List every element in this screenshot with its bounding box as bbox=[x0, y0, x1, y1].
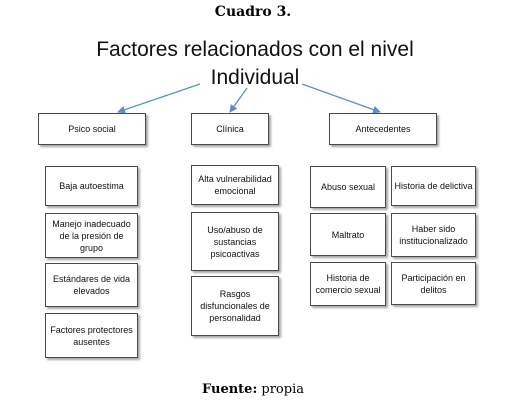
antecedentes-item-comercio: Historia de comercio sexual bbox=[310, 262, 386, 306]
arrow-to-psicosocial bbox=[117, 83, 201, 114]
source-value: propia bbox=[261, 382, 304, 397]
antecedentes-item-abuso: Abuso sexual bbox=[310, 166, 386, 208]
diagram-title: Factores relacionados con el nivel Indiv… bbox=[60, 36, 450, 92]
category-clinica: Clínica bbox=[191, 113, 269, 145]
psicosocial-item-2: Manejo inadecuado de la presión de grupo bbox=[45, 213, 138, 258]
figure-caption: Cuadro 3. bbox=[214, 4, 292, 20]
category-psicosocial: Psico social bbox=[38, 113, 146, 145]
antecedentes-item-historia-delictiva: Historia de delictiva bbox=[391, 166, 476, 206]
clinica-item-3: Rasgos disfuncionales de personalidad bbox=[191, 276, 279, 336]
source-label: Fuente: bbox=[202, 382, 258, 397]
title-line-2: Individual bbox=[210, 66, 300, 89]
psicosocial-item-3: Estándares de vida elevados bbox=[45, 263, 138, 307]
title-line-1: Factores relacionados con el nivel bbox=[96, 38, 414, 61]
psicosocial-item-1: Baja autoestima bbox=[45, 166, 138, 206]
antecedentes-item-delitos: Participación en delitos bbox=[391, 262, 476, 305]
antecedentes-item-maltrato: Maltrato bbox=[310, 213, 386, 256]
antecedentes-item-institucionalizado: Haber sido institucionalizado bbox=[391, 213, 476, 257]
category-antecedentes: Antecedentes bbox=[329, 113, 437, 145]
source-note: Fuente: propia bbox=[0, 382, 506, 397]
arrow-to-clinica bbox=[229, 87, 248, 113]
psicosocial-item-4: Factores protectores ausentes bbox=[45, 313, 138, 358]
clinica-item-2: Uso/abuso de sustancias psicoactivas bbox=[191, 212, 279, 271]
clinica-item-1: Alta vulnerabilidad emocional bbox=[191, 165, 279, 205]
arrow-to-antecedentes bbox=[301, 83, 381, 114]
